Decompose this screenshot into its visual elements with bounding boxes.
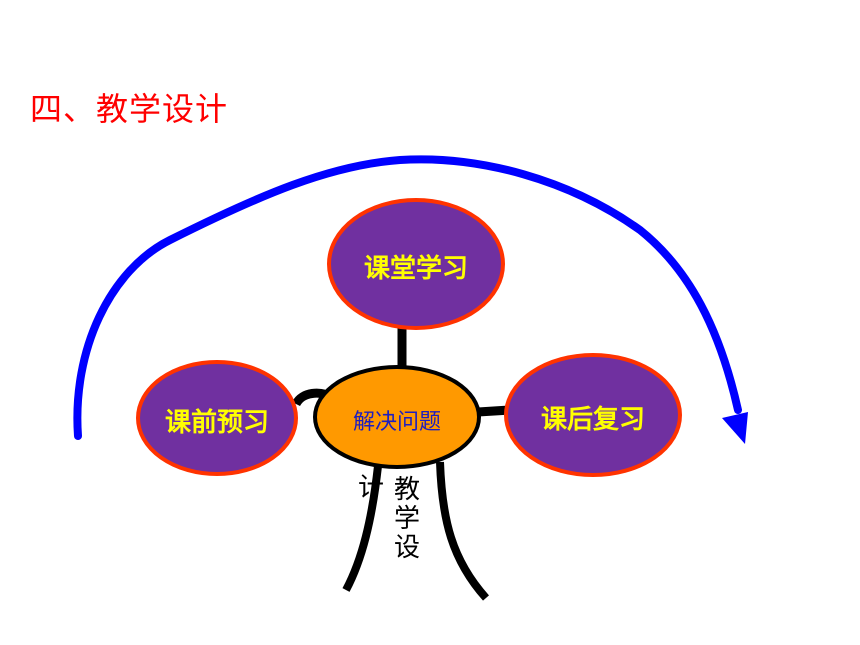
stem-fragment-text: 计	[358, 473, 385, 503]
node-center-shape	[313, 365, 481, 469]
page-title: 四、教学设计	[30, 90, 229, 128]
cycle-arrow-curve	[73, 155, 742, 440]
stem-right	[436, 461, 489, 601]
node-top-shape	[327, 198, 505, 330]
node-center-label: 解决问题	[352, 410, 441, 435]
node-right-shape	[504, 353, 682, 477]
stem-char: 学	[393, 504, 420, 534]
stem-vertical-text: 教 学 设	[392, 476, 422, 563]
node-left-shape	[136, 360, 298, 476]
node-top-label: 课堂学习	[363, 254, 468, 284]
stem-left	[342, 465, 382, 592]
cycle-arrowhead	[722, 412, 748, 444]
stem-char: 设	[393, 533, 420, 563]
stem-char: 教	[393, 475, 420, 505]
node-right-label: 课后复习	[540, 405, 645, 435]
node-left-label: 课前预习	[164, 408, 269, 438]
